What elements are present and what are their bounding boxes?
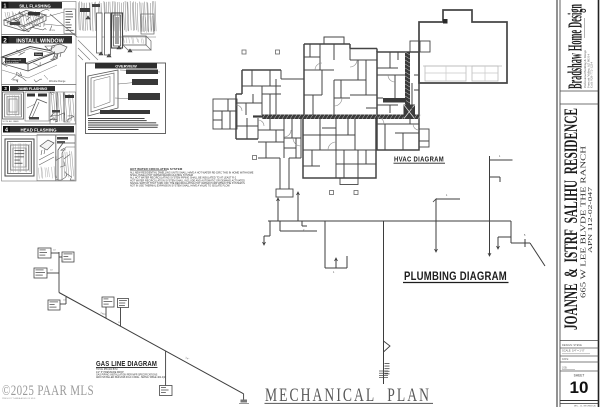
svg-text:SIGNAL SWITCH THAT TURN OFF: SIGNAL SWITCH THAT TURN OFF THE RECIRCUL… (130, 182, 245, 185)
svg-text:1/2: 1/2 (118, 322, 122, 324)
svg-text:1: 1 (333, 271, 335, 274)
svg-text:1/2: 1/2 (63, 300, 67, 302)
svg-text:HVAC DIAGRAM: HVAC DIAGRAM (394, 155, 444, 164)
svg-text:1/2: 1/2 (50, 270, 54, 272)
svg-text:SCALE: 1/4" = 1'-0": SCALE: 1/4" = 1'-0" (562, 349, 585, 353)
svg-text:SHALL HAVE A HOT WATER RECIRCU: SHALL HAVE A HOT WATER RECIRCULATING SYS… (130, 174, 193, 177)
svg-text:©2025 PAAR MLS: ©2025 PAAR MLS (2, 383, 94, 399)
svg-text:AND INSTALLED PER 2018 IFGC CO: AND INSTALLED PER 2018 IFGC CODE - SIZIN… (96, 376, 166, 379)
svg-text:MEC - 10 - MECHANICAL: MEC - 10 - MECHANICAL (574, 405, 596, 407)
svg-text:Professional Building & Design: Professional Building & Design (583, 50, 587, 88)
svg-text:1/2: 1/2 (53, 250, 57, 252)
svg-text:OVERVIEW: OVERVIEW (115, 63, 137, 68)
svg-text:Back conforms W: Back conforms W (6, 59, 21, 62)
svg-text:1: 1 (4, 3, 7, 9)
svg-text:Call: 928-772-1234: Call: 928-772-1234 (590, 61, 594, 88)
svg-text:1: 1 (499, 155, 501, 158)
svg-text:10: 10 (570, 378, 589, 397)
svg-text:4: 4 (5, 127, 8, 133)
svg-text:head of sealant: head of sealant (6, 61, 19, 64)
svg-text:JAMB FLASHING: JAMB FLASHING (18, 87, 48, 91)
svg-text:TOTAL 955,000 BTU: TOTAL 955,000 BTU (96, 368, 118, 371)
svg-text:GAS PIPING INSTALLATION PER MF: GAS PIPING INSTALLATION PER MFR SPECIFIC… (96, 373, 158, 376)
svg-text:ALL HOT WATER RECIRCULATING SY: ALL HOT WATER RECIRCULATING SYSTEM PIPIN… (130, 177, 237, 180)
svg-text:Window: Window (35, 54, 42, 56)
svg-text:NOTE: ALL JAMB: NOTE: ALL JAMB (3, 120, 20, 123)
svg-text:SHEET: SHEET (574, 374, 585, 378)
svg-text:1/2" 5" PRESSURE DROP: 1/2" 5" PRESSURE DROP (96, 372, 124, 374)
svg-text:1: 1 (446, 194, 448, 197)
svg-text:INSTALL WINDOW: INSTALL WINDOW (16, 38, 64, 44)
svg-text:NOTE: NOTE (49, 30, 56, 32)
svg-text:HOT WATER RECIRCULATION SYSTEM: HOT WATER RECIRCULATION SYSTEM SHALL INC… (130, 179, 245, 182)
svg-text:Window Flange: Window Flange (49, 80, 66, 83)
svg-text:JOB:: JOB: (562, 367, 568, 370)
svg-text:Bradshaw Home Design: Bradshaw Home Design (565, 4, 587, 89)
svg-text:Prescott Valley, AZ 86314: Prescott Valley, AZ 86314 (587, 53, 592, 88)
svg-text:SILL FLASHING: SILL FLASHING (19, 3, 51, 8)
svg-text:PLUMBING DIAGRAM: PLUMBING DIAGRAM (404, 271, 507, 283)
svg-text:2: 2 (3, 37, 7, 44)
svg-text:GAS LINE DIAGRAM: GAS LINE DIAGRAM (96, 361, 157, 368)
svg-text:DATE:: DATE: (562, 358, 569, 361)
svg-text:1/2: 1/2 (61, 261, 65, 263)
svg-text:HEAD FLASHING: HEAD FLASHING (20, 127, 57, 132)
svg-text:NOT IN USE THERMAL EXPANSION: NOT IN USE THERMAL EXPANSION SYSTEM SHAL… (130, 184, 230, 187)
svg-text:5: 5 (524, 234, 526, 237)
svg-text:1/2: 1/2 (103, 314, 107, 316)
svg-text:3: 3 (4, 86, 7, 91)
svg-text:HOT WATER CIRCULATING SYSTEM: HOT WATER CIRCULATING SYSTEM (130, 167, 183, 171)
svg-text:ALL NEW RESIDENTIAL DWELLING U: ALL NEW RESIDENTIAL DWELLING UNITS SHALL… (130, 172, 254, 175)
svg-text:665 W LEE BLVDE THE RANCH: 665 W LEE BLVDE THE RANCH (579, 145, 588, 298)
svg-text:PRESCOTT AREA ASSN OF MLS: PRESCOTT AREA ASSN OF MLS (2, 397, 36, 400)
svg-text:3/4": 3/4" (100, 311, 105, 316)
svg-text:3/4": 3/4" (185, 356, 190, 361)
svg-text:APN 112-02-047: APN 112-02-047 (587, 186, 594, 253)
svg-text:DESIGN: STEVE: DESIGN: STEVE (562, 343, 582, 347)
svg-text:JOANNE & ISTRF SALIHU RESI: JOANNE & ISTRF SALIHU RESIDENCE (562, 108, 582, 330)
svg-text:MECHANICAL PLAN: MECHANICAL PLAN (265, 386, 431, 406)
